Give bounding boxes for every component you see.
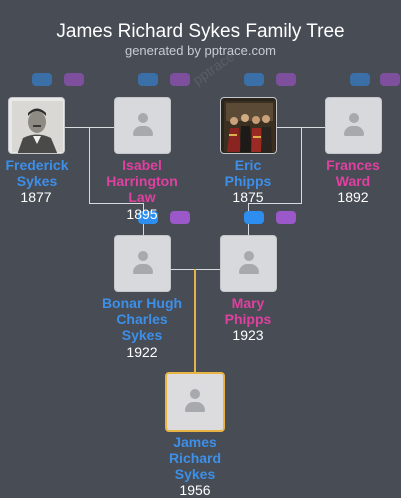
person-card-isabel[interactable] — [114, 97, 171, 154]
mother-link-pill[interactable] — [276, 211, 296, 224]
person-year-frederick: 1877 — [20, 189, 52, 205]
person-year-james: 1956 — [179, 482, 211, 498]
father-link-pill[interactable] — [32, 73, 52, 86]
person-card-frederick[interactable] — [8, 97, 65, 154]
person-name-mary: Mary Phipps — [224, 295, 272, 327]
person-year-isabel: 1895 — [126, 206, 158, 222]
person-card-eric[interactable] — [220, 97, 277, 154]
person-name-isabel: Isabel Harrington Law — [106, 157, 178, 205]
mother-link-pill[interactable] — [64, 73, 84, 86]
father-link-pill[interactable] — [244, 211, 264, 224]
page-title: James Richard Sykes Family Tree — [56, 21, 345, 42]
focus-connector-line — [194, 269, 196, 373]
person-year-bonar: 1922 — [126, 344, 158, 360]
person-year-eric: 1875 — [232, 189, 264, 205]
person-name-james: James Richard Sykes — [168, 434, 222, 482]
person-silhouette-icon — [341, 112, 367, 139]
father-link-pill[interactable] — [138, 211, 158, 224]
person-year-mary: 1923 — [232, 327, 264, 343]
painting-photo — [221, 98, 276, 153]
connector-line — [301, 127, 302, 204]
person-name-bonar: Bonar Hugh Charles Sykes — [101, 295, 183, 343]
person-silhouette-icon — [236, 250, 262, 277]
father-link-pill[interactable] — [350, 73, 370, 86]
mother-link-pill[interactable] — [170, 73, 190, 86]
person-silhouette-icon — [130, 112, 156, 139]
page-subtitle: generated by pptrace.com — [124, 43, 277, 58]
person-card-frances[interactable] — [325, 97, 382, 154]
person-silhouette-icon — [130, 250, 156, 277]
mother-link-pill[interactable] — [170, 211, 190, 224]
connector-line — [248, 203, 302, 204]
person-silhouette-icon — [182, 389, 208, 415]
father-link-pill[interactable] — [244, 73, 264, 86]
connector-line — [89, 127, 90, 204]
connector-line — [89, 203, 144, 204]
person-year-frances: 1892 — [337, 189, 369, 205]
person-name-eric: Eric Phipps — [224, 157, 272, 189]
person-name-frances: Frances Ward — [326, 157, 380, 189]
mother-link-pill[interactable] — [276, 73, 296, 86]
person-card-mary[interactable] — [220, 235, 277, 292]
person-card-bonar[interactable] — [114, 235, 171, 292]
person-card-james[interactable] — [165, 372, 225, 432]
father-link-pill[interactable] — [138, 73, 158, 86]
mother-link-pill[interactable] — [380, 73, 400, 86]
portrait-photo — [9, 98, 64, 153]
person-name-frederick: Frederick Sykes — [5, 157, 69, 189]
